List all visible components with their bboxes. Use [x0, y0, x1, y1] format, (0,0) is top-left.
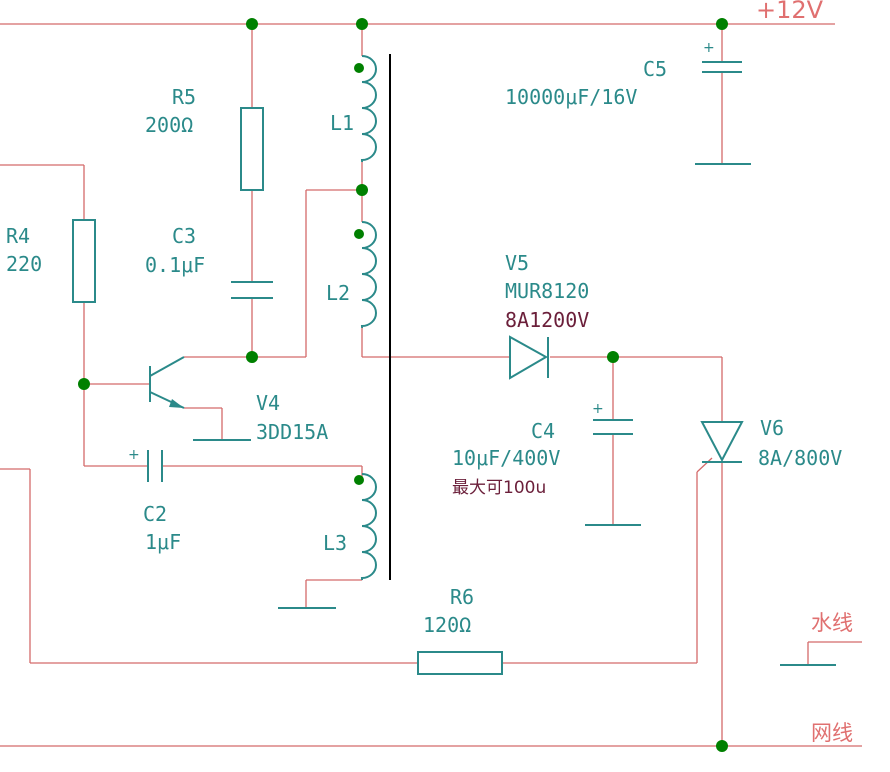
wires: [0, 23, 862, 747]
c5-value: 10000μF/16V: [505, 85, 637, 109]
diode-v5: [509, 335, 549, 380]
thyristor-v6: [700, 421, 744, 463]
capacitor-c4: +: [592, 401, 633, 435]
v4-value: 3DD15A: [256, 420, 328, 444]
v6-name: V6: [760, 416, 784, 440]
c3-name: C3: [172, 224, 196, 248]
junction-nodes: [78, 18, 728, 752]
c4-note: 最大可100u: [452, 478, 546, 498]
v4-name: V4: [256, 391, 280, 415]
resistor-r4: [72, 219, 96, 303]
r6-name: R6: [450, 585, 474, 609]
capacitor-c2: +: [128, 447, 163, 482]
capacitor-c5: +: [702, 40, 742, 73]
c5-name: C5: [643, 57, 667, 81]
c3-value: 0.1μF: [145, 253, 205, 277]
mains-line-label: 网线: [811, 721, 853, 745]
svg-text:+: +: [128, 447, 140, 463]
capacitor-c3: [231, 281, 273, 299]
v5-part: MUR8120: [505, 279, 589, 303]
winding-dot-l1: [354, 63, 364, 73]
v5-name: V5: [505, 251, 529, 275]
r4-value: 220: [6, 252, 42, 276]
r5-value: 200Ω: [145, 113, 193, 137]
l3-label: L3: [323, 531, 347, 555]
transistor-v4: [149, 356, 185, 409]
winding-dot-l2: [354, 229, 364, 239]
svg-text:+: +: [592, 401, 604, 417]
inductor-l1: [360, 55, 377, 163]
water-line-label: 水线: [811, 611, 853, 635]
resistor-r5: [240, 107, 264, 191]
winding-dot-l3: [354, 475, 364, 485]
l2-label: L2: [326, 281, 350, 305]
v5-rating: 8A1200V: [505, 308, 589, 332]
r4-name: R4: [6, 224, 30, 248]
c4-name: C4: [531, 419, 555, 443]
resistor-r6: [417, 651, 503, 675]
r6-value: 120Ω: [423, 613, 471, 637]
supply-label: +12V: [756, 0, 824, 24]
inductor-l3: [360, 473, 377, 581]
r5-name: R5: [172, 85, 196, 109]
inductor-l2: [360, 221, 377, 329]
c2-value: 1μF: [145, 530, 181, 554]
v6-value: 8A/800V: [758, 446, 842, 470]
l1-label: L1: [330, 111, 354, 135]
c2-name: C2: [143, 502, 167, 526]
c4-value: 10μF/400V: [452, 446, 560, 470]
svg-text:+: +: [703, 40, 715, 56]
